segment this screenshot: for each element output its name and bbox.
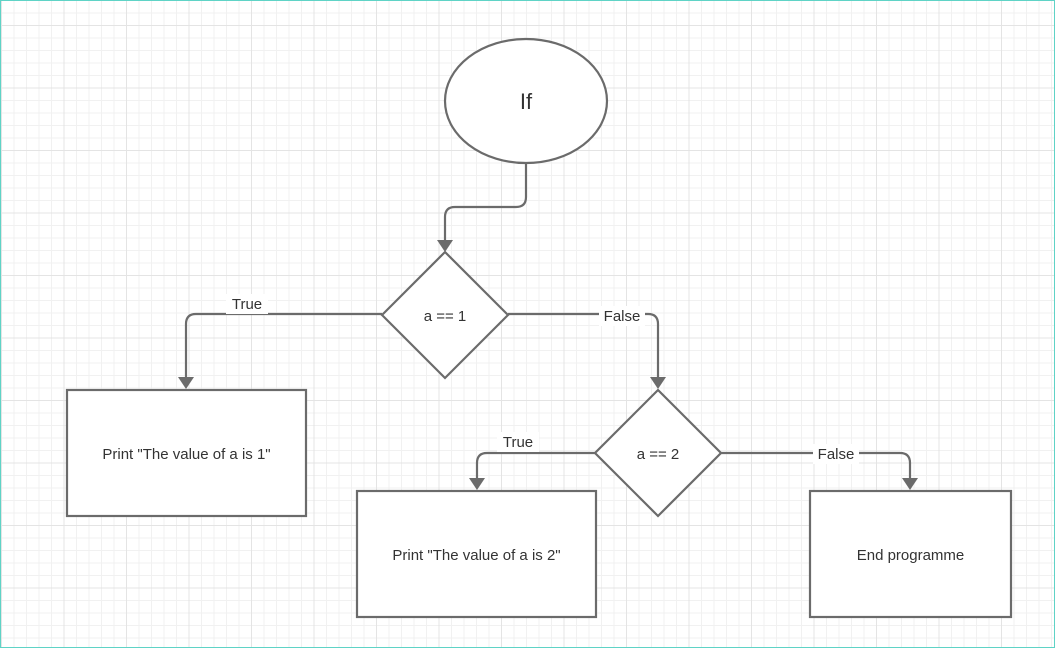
edge-decision2-true: True [469,432,596,490]
decision1-diamond [380,250,510,380]
edge-label-bg [497,432,539,452]
start-ellipse [443,37,609,165]
edge-decision1-false: False [508,306,666,389]
node-print1[interactable]: Print "The value of a is 1" [65,388,308,518]
print2-rect [355,489,598,619]
edge-decision1-true: True [178,294,382,389]
node-decision2-label: a == 2 [637,446,680,463]
node-end-label: End programme [857,547,965,564]
node-end[interactable]: End programme [808,489,1013,619]
node-decision2[interactable]: a == 2 [593,388,723,518]
node-decision1[interactable]: a == 1 [380,250,510,380]
edge-label-bg [813,444,859,464]
edge-decision2-false: False [721,444,918,490]
node-print2-label: Print "The value of a is 2" [392,547,560,564]
edge-label-bg [599,306,645,326]
node-print2[interactable]: Print "The value of a is 2" [355,489,598,619]
node-decision1-label: a == 1 [424,308,467,325]
edge-label-false: False [818,446,855,463]
node-start-label: If [520,89,533,114]
end-rect [808,489,1013,619]
edge-label-true: True [232,296,262,313]
edge-start-to-decision1 [437,164,528,252]
edge-label-bg [226,294,268,314]
decision2-diamond [593,388,723,518]
edge-label-true: True [503,434,533,451]
node-print1-label: Print "The value of a is 1" [102,446,270,463]
edge-label-false: False [604,308,641,325]
node-start[interactable]: If [443,37,609,165]
print1-rect [65,388,308,518]
